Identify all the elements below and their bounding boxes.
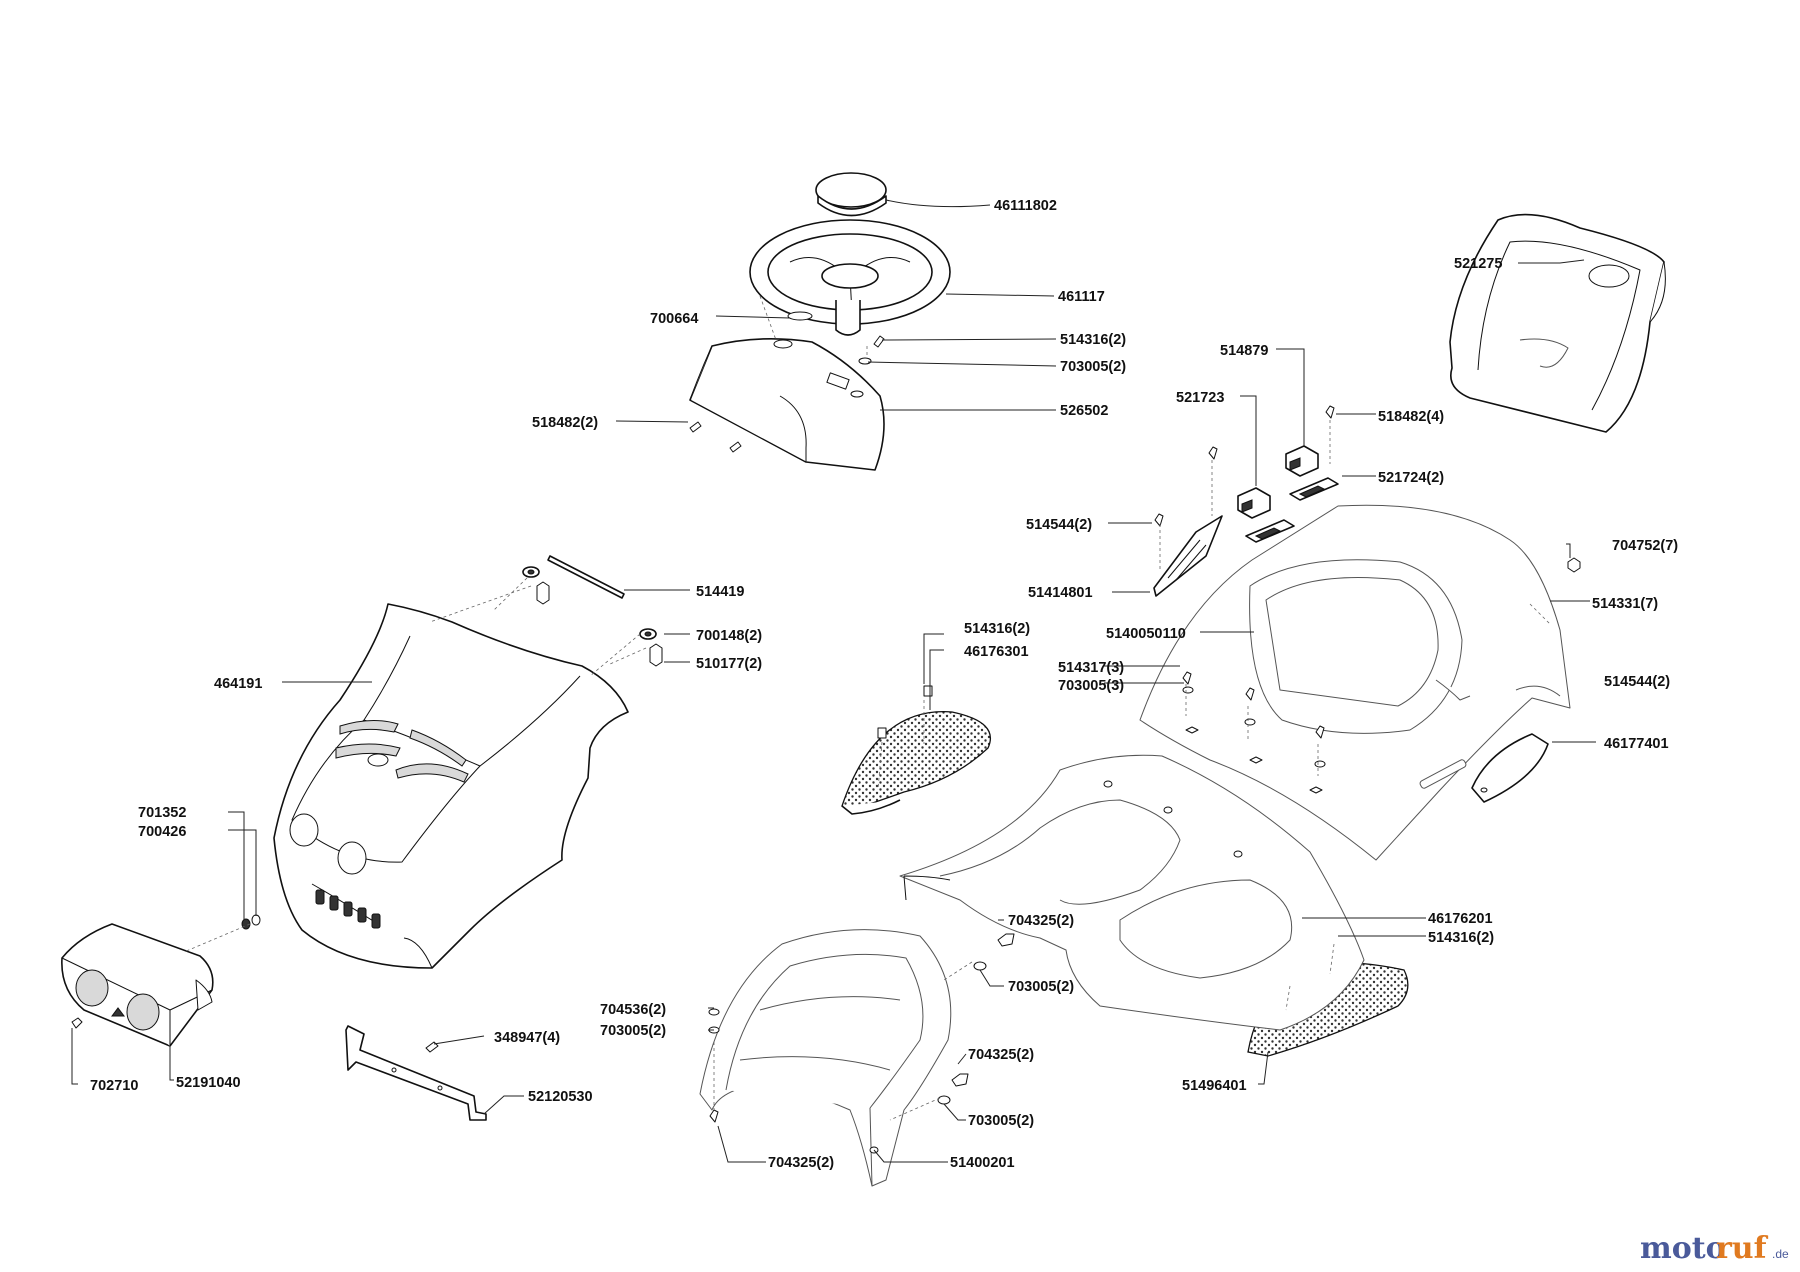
rear-fender — [1139, 504, 1571, 861]
label-700426: 700426 — [138, 824, 186, 840]
switch-521723 — [1237, 487, 1271, 519]
label-518482-2: 518482(2) — [532, 415, 598, 431]
label-514316-2-c: 514316(2) — [1428, 930, 1494, 946]
label-46177401: 46177401 — [1604, 736, 1669, 752]
label-703005-2-b: 703005(2) — [1008, 979, 1074, 995]
motoruf-logo: moto ruf .de — [1640, 1231, 1789, 1266]
label-514879: 514879 — [1220, 343, 1268, 359]
label-704325-2-a: 704325(2) — [1008, 913, 1074, 929]
switch-bezel — [1245, 477, 1339, 543]
label-514316-2-b: 514316(2) — [964, 621, 1030, 637]
logo-text-ruf: ruf — [1716, 1231, 1769, 1266]
logo-text-suffix: .de — [1772, 1247, 1789, 1261]
bracket-51414801 — [1153, 515, 1223, 597]
fender-hardware — [1182, 671, 1326, 768]
floor-pan-46176201 — [899, 754, 1365, 1031]
bracket-52120530 — [345, 1025, 487, 1121]
label-703005-2-d: 703005(2) — [968, 1113, 1034, 1129]
label-526502: 526502 — [1060, 403, 1108, 419]
label-704325-2-b: 704325(2) — [968, 1047, 1034, 1063]
label-702710: 702710 — [90, 1078, 138, 1094]
label-701352: 701352 — [138, 805, 186, 821]
hood-rod-514419 — [547, 555, 625, 599]
seat — [1449, 213, 1666, 433]
label-46176201: 46176201 — [1428, 911, 1493, 927]
label-51496401: 51496401 — [1182, 1078, 1247, 1094]
headlight-52191040 — [61, 923, 214, 1047]
steering-cap — [815, 172, 887, 217]
label-518482-4: 518482(4) — [1378, 409, 1444, 425]
console-screws — [689, 335, 885, 453]
label-521723: 521723 — [1176, 390, 1224, 406]
label-514316-2-a: 514316(2) — [1060, 332, 1126, 348]
label-704536-2: 704536(2) — [600, 1002, 666, 1018]
label-521724-2: 521724(2) — [1378, 470, 1444, 486]
label-703005-3: 703005(3) — [1058, 678, 1124, 694]
fender-cap-46177401 — [1471, 733, 1549, 803]
label-514544-2-b: 514544(2) — [1604, 674, 1670, 690]
label-46176301: 46176301 — [964, 644, 1029, 660]
label-510177-2: 510177(2) — [696, 656, 762, 672]
front-panel-51400201 — [699, 929, 952, 1187]
label-514419: 514419 — [696, 584, 744, 600]
label-700148-2: 700148(2) — [696, 628, 762, 644]
hood-464191 — [273, 603, 629, 969]
label-52120530: 52120530 — [528, 1089, 593, 1105]
part-labels: 46111802 461117 700664 514316(2) 703005(… — [90, 198, 1678, 1171]
label-700664: 700664 — [650, 311, 698, 327]
label-703005-2-a: 703005(2) — [1060, 359, 1126, 375]
label-704752-7: 704752(7) — [1612, 538, 1678, 554]
label-5140050110: 5140050110 — [1106, 626, 1186, 642]
label-703005-2-c: 703005(2) — [600, 1023, 666, 1039]
label-521275: 521275 — [1454, 256, 1502, 272]
label-461117: 461117 — [1058, 289, 1105, 305]
label-46111802: 46111802 — [994, 198, 1057, 214]
footboard-left — [841, 711, 992, 815]
switch-514879 — [1285, 445, 1319, 477]
label-52191040: 52191040 — [176, 1075, 241, 1091]
label-348947-4: 348947(4) — [494, 1030, 560, 1046]
label-51400201: 51400201 — [950, 1155, 1015, 1171]
logo-text-moto: moto — [1640, 1231, 1726, 1266]
front-panel-hardware — [708, 933, 1015, 1123]
label-51414801: 51414801 — [1028, 585, 1093, 601]
label-704325-2-c: 704325(2) — [768, 1155, 834, 1171]
steering-wheel — [749, 219, 951, 336]
label-464191: 464191 — [214, 676, 262, 692]
label-514544-2-a: 514544(2) — [1026, 517, 1092, 533]
label-514331-7: 514331(7) — [1592, 596, 1658, 612]
assembly-dash-lines — [183, 295, 1551, 1121]
hood-hardware — [522, 566, 663, 667]
label-514317-3: 514317(3) — [1058, 660, 1124, 676]
steering-console — [689, 338, 885, 471]
leader-lines — [71, 199, 1596, 1163]
snap-ring — [787, 311, 813, 321]
